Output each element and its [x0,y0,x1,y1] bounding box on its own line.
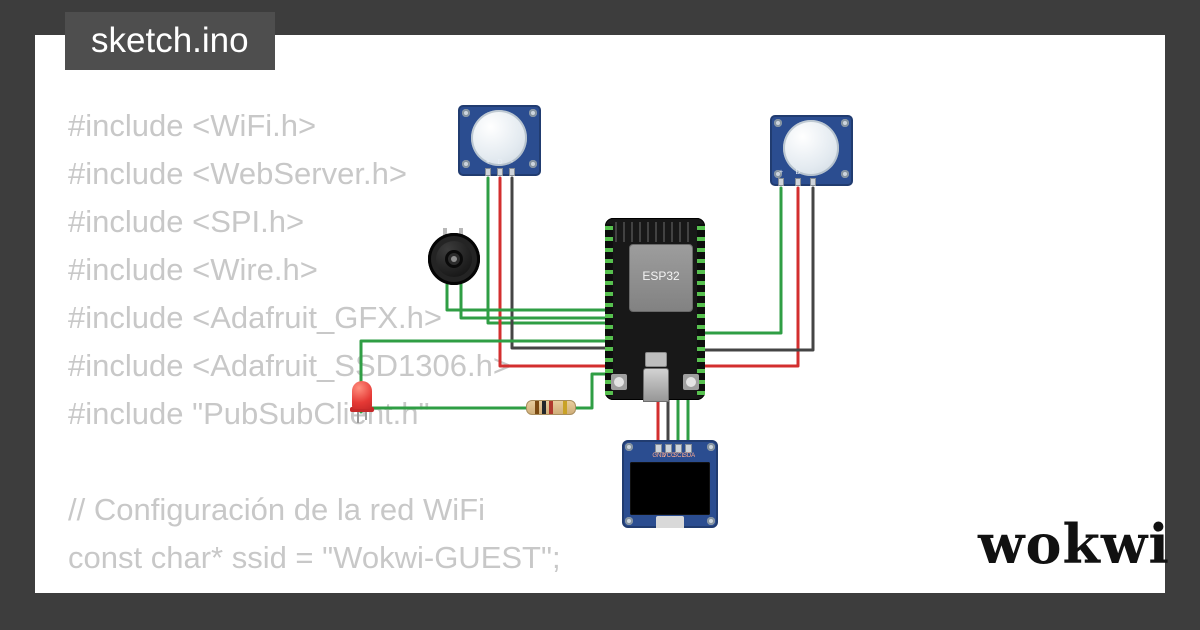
esp32-pin-strip-left [605,224,613,396]
esp32-chip [645,352,667,367]
pir-pin-label: - [510,159,514,166]
mounting-hole [462,160,470,168]
pir-pin-label: + [485,159,491,166]
mounting-hole [841,119,849,127]
pir-sensor-2[interactable]: + D - [770,115,853,186]
buzzer-leg [443,228,447,236]
mounting-hole [625,443,633,451]
mounting-hole [841,170,849,178]
esp32-shield-module: ESP32 [629,244,693,312]
resistor[interactable] [526,400,576,415]
mounting-hole [707,443,715,451]
mounting-hole [462,109,470,117]
boot-button [683,374,699,390]
led-bulb [352,381,372,409]
oled-screen [630,462,710,515]
oled-pin [675,444,682,453]
pir-pin [485,168,491,176]
oled-pin-label: SCL [673,453,685,459]
usb-connector [643,368,669,402]
resistor-band [563,401,567,414]
buzzer[interactable] [428,228,480,285]
pir-pin [778,178,784,186]
resistor-band [549,401,553,414]
oled-pin [685,444,692,453]
pir-pin-label: + [778,169,784,176]
pir-pin-label: D [795,169,801,176]
pir-pin-label: - [811,169,815,176]
mounting-hole [774,170,782,178]
code-block: #include <WiFi.h> #include <WebServer.h>… [68,108,561,593]
pir-pin [497,168,503,176]
buzzer-leg [459,228,463,236]
oled-pin [655,444,662,453]
mounting-hole [774,119,782,127]
red-led[interactable] [348,381,376,423]
esp32-label: ESP32 [642,269,680,283]
esp32-board[interactable]: ESP32 [605,218,705,402]
esp32-antenna [615,222,695,242]
file-tab-label: sketch.ino [91,21,249,60]
mounting-hole [625,517,633,525]
mounting-hole [529,109,537,117]
mounting-hole [529,160,537,168]
esp32-pin-strip-right [697,224,705,396]
pir-dome [783,120,839,176]
en-button [611,374,627,390]
wokwi-logo: wokwi [978,512,1170,576]
oled-pin-label: GND [652,453,666,459]
resistor-band [535,401,539,414]
oled-pin-label: SDA [682,453,696,459]
pir-pin-label: D [497,159,503,166]
mounting-hole [707,517,715,525]
pir-dome [471,110,527,166]
resistor-band [542,401,546,414]
pir-pin [795,178,801,186]
file-tab[interactable]: sketch.ino [65,12,275,70]
led-leg [365,412,367,420]
buzzer-hole [451,256,457,262]
pir-pin [810,178,816,186]
oled-connector-tab [656,516,684,528]
led-leg [357,412,359,423]
pir-sensor-1[interactable]: + D - [458,105,541,176]
content-area: #include <WiFi.h> #include <WebServer.h>… [35,35,1165,593]
oled-pin [665,444,672,453]
oled-pin-label: VCC [662,453,676,459]
oled-display[interactable]: GND VCC SCL SDA [622,440,718,528]
pir-pin [509,168,515,176]
